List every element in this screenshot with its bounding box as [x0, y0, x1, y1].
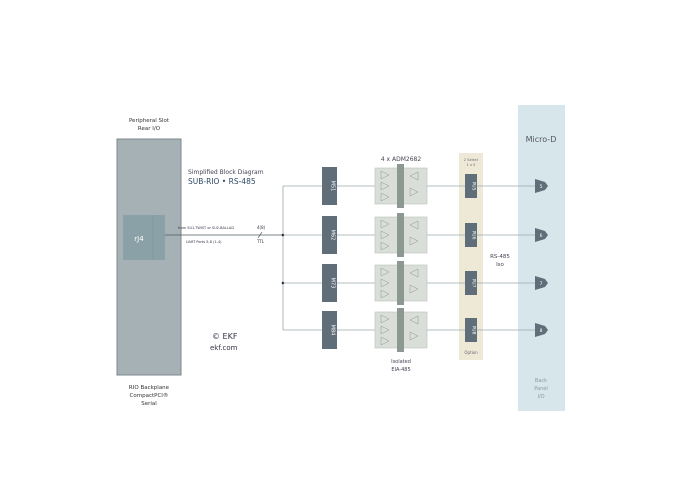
- diagram-heading: Simplified Block Diagram: [188, 169, 264, 176]
- module-label: M51: [330, 181, 336, 192]
- module-block: [322, 264, 337, 302]
- micro-d-connector: [535, 228, 548, 242]
- transceiver-caption: EIA-485: [391, 367, 410, 373]
- channel-row: M73 PU7 7: [283, 261, 548, 305]
- jumper-title: 2 Select: [464, 158, 479, 162]
- channel-row: M51 PU5 5: [283, 164, 548, 208]
- backplane-label: Serial: [141, 401, 157, 407]
- module-block: [322, 167, 337, 205]
- micro-d-connector: [535, 179, 548, 193]
- port-label: 8: [540, 328, 543, 334]
- diagram-subheading: SUB-RIO • RS-485: [188, 177, 256, 186]
- panel-footer: I/O: [537, 394, 544, 400]
- module-block: [322, 216, 337, 254]
- module-label: M84: [330, 325, 336, 336]
- transceiver-title: 4 x ADM2682: [381, 156, 422, 163]
- signal-count: 4(8): [257, 225, 266, 230]
- jumper-block: [465, 318, 477, 342]
- jumper-block: [465, 174, 477, 198]
- slot-title: Rear I/O: [138, 126, 161, 132]
- rj4-label: rJ4: [134, 235, 144, 243]
- jumper-block: [465, 271, 477, 295]
- port-label: 5: [540, 184, 543, 190]
- signal-ports: UART Ports 5-8 (1-4): [186, 240, 222, 244]
- panel-title: Micro-D: [526, 135, 557, 144]
- port-label: 6: [540, 233, 543, 239]
- jumper-label: PU6: [471, 231, 477, 240]
- micro-d-connector: [535, 276, 548, 290]
- rj4-connector: [123, 215, 165, 260]
- module-label: M62: [330, 230, 336, 241]
- signal-level: TTL: [256, 239, 265, 244]
- jumper-title: 1 x 5: [467, 163, 476, 167]
- jumper-block: [465, 223, 477, 247]
- port-label: 7: [540, 281, 543, 287]
- ekf-url: ekf.com: [210, 344, 238, 352]
- panel-footer: Back: [535, 378, 547, 384]
- ekf-copyright: © EKF: [212, 332, 238, 341]
- backplane-label: CompactPCI®: [130, 392, 169, 399]
- jumper-footer: Option: [464, 350, 478, 355]
- micro-d-connector: [535, 323, 548, 337]
- signal-from: from SU1-TWIST or SU2-BALLAD: [178, 226, 234, 230]
- jumper-label: PU7: [471, 279, 477, 288]
- rs485-label: Iso: [496, 262, 504, 268]
- rs485-label: RS-485: [490, 254, 510, 260]
- slot-title: Peripheral Slot: [129, 118, 170, 124]
- panel-footer: Panel: [534, 386, 548, 392]
- back-panel: [518, 105, 565, 411]
- module-block: [322, 311, 337, 349]
- transceiver-caption: Isolated: [391, 359, 411, 365]
- jumper-label: PU8: [471, 326, 477, 335]
- channel-row: M62 PU6 6: [283, 213, 548, 257]
- backplane-label: RIO Backplane: [129, 385, 170, 391]
- module-label: M73: [330, 278, 336, 289]
- channel-row: M84 PU8 8: [283, 308, 548, 352]
- jumper-label: PU5: [471, 182, 477, 191]
